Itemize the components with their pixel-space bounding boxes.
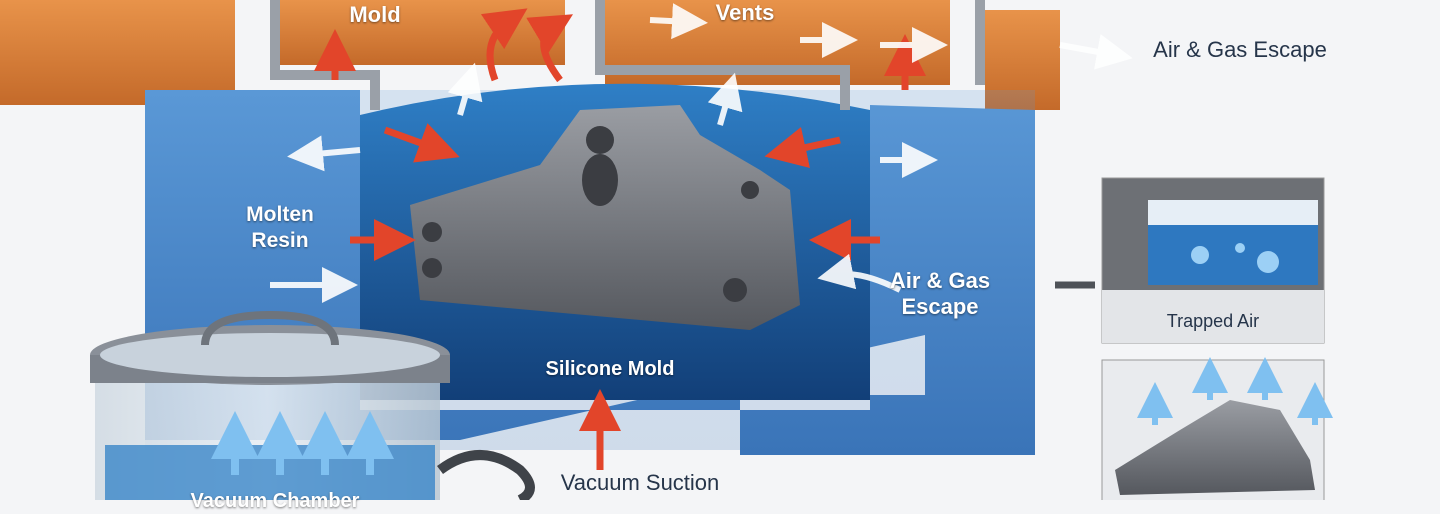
label-vents: Vents	[715, 0, 775, 25]
degassed-part-inset	[1101, 357, 1333, 500]
trapped-air-inset	[1101, 177, 1325, 344]
label-molten-resin: Molten Resin	[246, 203, 314, 252]
label-vacuum-chamber: Vacuum Chamber	[190, 490, 360, 512]
label-vacuum-suction: Vacuum Suction	[560, 470, 720, 495]
vacuum-chamber	[90, 310, 535, 500]
label-silicone-mold: Silicone Mold	[545, 358, 675, 380]
resin-casting-illustration	[0, 0, 1333, 500]
cast-part	[410, 105, 800, 330]
label-air-gas-escape-top: Air & Gas Escape	[1153, 37, 1327, 62]
white-air-arrows	[270, 3, 1133, 303]
label-mold: Mold	[349, 2, 401, 27]
red-flow-arrows	[314, 8, 926, 470]
label-trapped-air: Trapped Air	[1166, 311, 1260, 331]
vacuum-blue-arrows	[211, 411, 394, 475]
vent-pipes	[270, 0, 985, 110]
label-air-gas-escape-right: Air & Gas Escape	[889, 268, 991, 319]
